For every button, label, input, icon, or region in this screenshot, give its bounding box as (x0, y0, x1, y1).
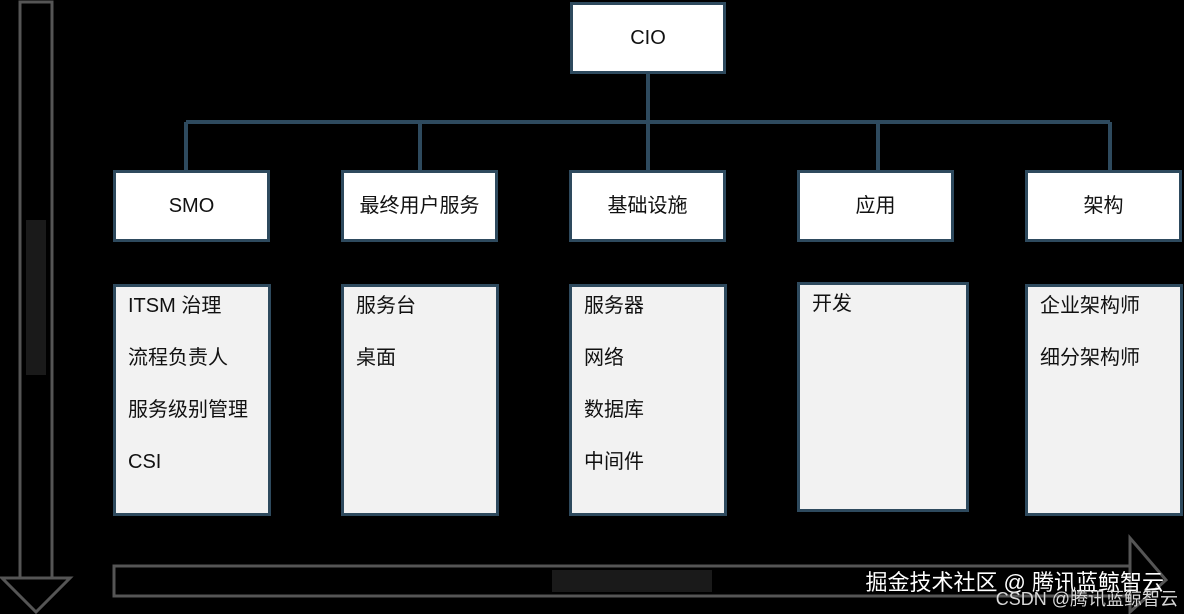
detail-item: 细分架构师 (1040, 347, 1140, 369)
detail-item: 流程负责人 (128, 347, 228, 369)
detail-box-smo: ITSM 治理 流程负责人 服务级别管理 CSI (113, 284, 271, 516)
detail-item: CSI (128, 451, 162, 473)
cio-label: CIO (630, 27, 666, 49)
detail-box-infrastructure: 服务器 网络 数据库 中间件 (569, 284, 727, 516)
department-box-infrastructure: 基础设施 (569, 170, 726, 242)
detail-item: 开发 (812, 293, 852, 315)
left-vertical-arrow (0, 0, 74, 614)
detail-item: 网络 (584, 347, 624, 369)
detail-box-architecture: 企业架构师 细分架构师 (1025, 284, 1183, 516)
cio-box: CIO (570, 2, 726, 74)
detail-item: ITSM 治理 (128, 295, 222, 317)
department-box-smo: SMO (113, 170, 270, 242)
department-label: SMO (168, 195, 215, 217)
department-label: 架构 (1083, 195, 1124, 217)
detail-item: 桌面 (356, 347, 396, 369)
tree-connectors (184, 74, 1112, 170)
detail-item: 服务级别管理 (128, 399, 248, 421)
department-label: 基础设施 (607, 195, 688, 217)
detail-box-end-user-services: 服务台 桌面 (341, 284, 499, 516)
watermark-csdn: CSDN @腾讯蓝鲸智云 (995, 589, 1178, 609)
department-box-architecture: 架构 (1025, 170, 1182, 242)
watermark-juejin: 掘金技术社区 @ 腾讯蓝鲸智云 (865, 570, 1164, 595)
detail-item: 企业架构师 (1040, 295, 1140, 317)
detail-item: 服务台 (356, 295, 416, 317)
detail-item: 中间件 (584, 451, 644, 473)
detail-item: 服务器 (584, 295, 644, 317)
detail-item: 数据库 (584, 399, 644, 421)
department-label: 应用 (855, 195, 896, 217)
department-box-applications: 应用 (797, 170, 954, 242)
bottom-horizontal-arrow (112, 533, 1169, 614)
department-label: 最终用户服务 (359, 195, 480, 217)
detail-box-applications: 开发 (797, 282, 969, 512)
department-box-end-user-services: 最终用户服务 (341, 170, 498, 242)
